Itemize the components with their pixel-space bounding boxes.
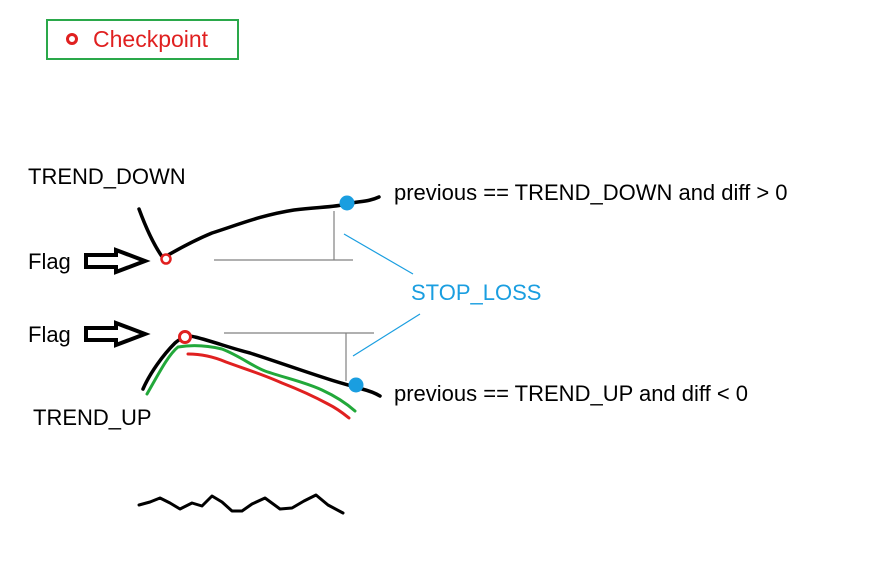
checkpoint-circle-icon	[178, 330, 192, 344]
right-arrow-icon	[84, 247, 151, 275]
legend-label: Checkpoint	[93, 26, 209, 52]
flag-bottom-label: Flag	[28, 322, 71, 347]
right-arrow-icon	[84, 320, 151, 348]
checkpoint-circle-icon	[160, 253, 172, 265]
green-trail-line	[145, 344, 357, 413]
stop-loss-connector-bottom	[352, 313, 421, 357]
sideways-squiggle-line	[137, 493, 345, 515]
trend-down-label: TREND_DOWN	[28, 164, 186, 189]
trend-up-label: TREND_UP	[33, 405, 152, 430]
stop-loss-label: STOP_LOSS	[411, 280, 541, 305]
condition-down-label: previous == TREND_DOWN and diff > 0	[394, 180, 788, 205]
blue-dot-icon	[348, 377, 364, 393]
checkpoint-legend-icon	[66, 33, 78, 45]
condition-up-label: previous == TREND_UP and diff < 0	[394, 381, 748, 406]
legend: Checkpoint	[46, 19, 239, 60]
trend-up-line	[141, 334, 382, 398]
flag-top-label: Flag	[28, 249, 71, 274]
stop-loss-connector-top	[343, 233, 414, 275]
legend-box	[46, 19, 239, 60]
blue-dot-icon	[339, 195, 355, 211]
red-trail-line	[186, 352, 351, 420]
